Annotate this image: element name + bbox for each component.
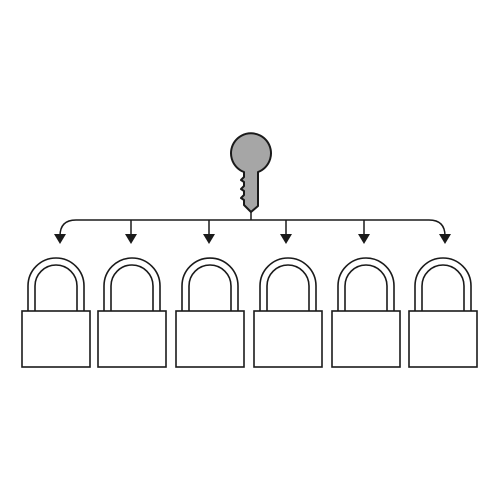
padlock-body [331, 310, 401, 368]
padlock-shackle-inner [34, 264, 78, 311]
padlock-shackle-inner [344, 264, 388, 311]
padlock-shackle-inner [266, 264, 310, 311]
key-shape [230, 132, 272, 213]
arrow-head [54, 234, 66, 244]
horizontal-branch-line [59, 219, 446, 237]
padlock-body [408, 310, 478, 368]
padlock-shackle-outer [259, 257, 317, 311]
padlock-icon [21, 257, 91, 368]
padlock-row [21, 257, 478, 368]
padlock-shackle-inner [110, 264, 154, 311]
arrow-head [439, 234, 451, 244]
padlock-shackle-inner [421, 264, 465, 311]
padlock-shackle-outer [181, 257, 239, 311]
arrow-down-icon [280, 220, 292, 244]
arrow-head [280, 234, 292, 244]
arrow-down-icon [439, 234, 451, 244]
padlock-icon [97, 257, 167, 368]
arrow-head [125, 234, 137, 244]
padlock-body [175, 310, 245, 368]
padlock-shackle-outer [414, 257, 472, 311]
padlock-body [253, 310, 323, 368]
padlock-icon [175, 257, 245, 368]
padlock-shackle-outer [27, 257, 85, 311]
arrow-head [358, 234, 370, 244]
key-icon [230, 132, 272, 213]
arrow-head [203, 234, 215, 244]
padlock-icon [408, 257, 478, 368]
padlock-shackle-inner [188, 264, 232, 311]
padlock-icon [253, 257, 323, 368]
arrow-down-icon [125, 220, 137, 244]
padlock-icon [331, 257, 401, 368]
padlock-body [97, 310, 167, 368]
branching-arrow-connector [54, 212, 451, 244]
padlock-shackle-outer [103, 257, 161, 311]
arrow-down-icon [54, 234, 66, 244]
padlock-body [21, 310, 91, 368]
arrow-down-icon [358, 220, 370, 244]
arrow-down-icon [203, 220, 215, 244]
padlock-shackle-outer [337, 257, 395, 311]
